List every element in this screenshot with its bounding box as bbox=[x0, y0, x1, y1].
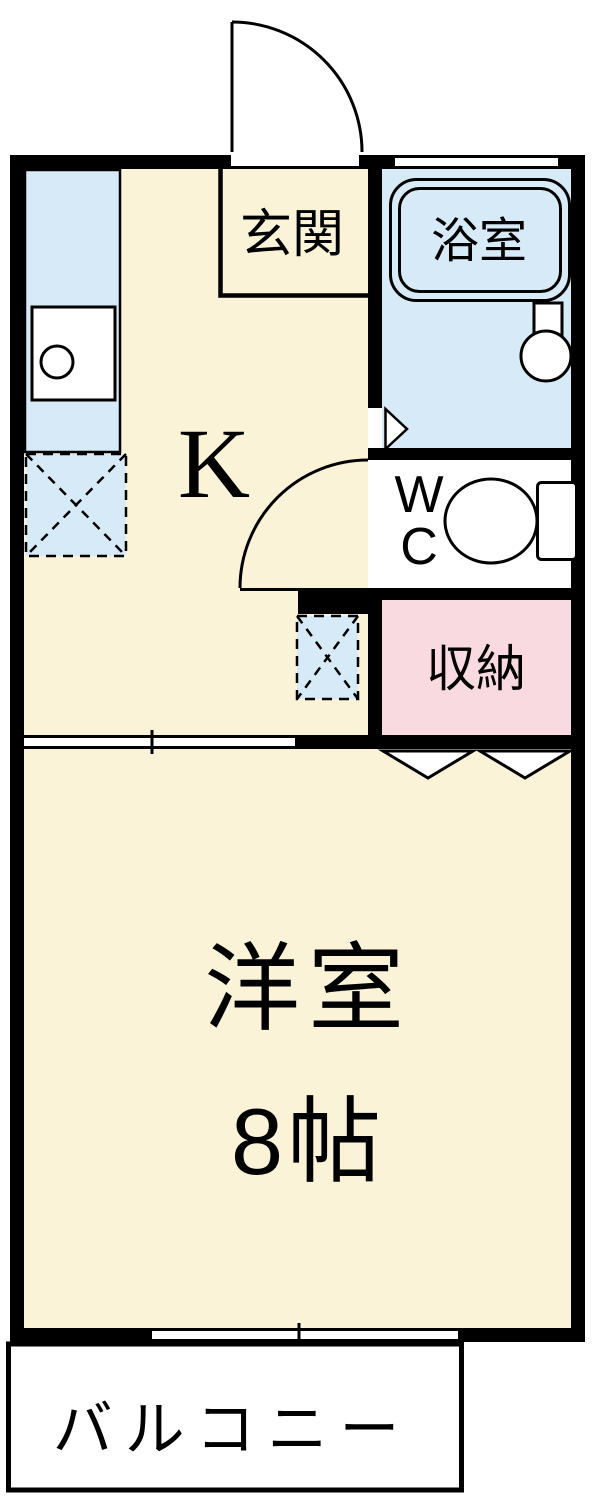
wall-middle bbox=[295, 735, 585, 749]
washbasin bbox=[519, 301, 573, 383]
windows bbox=[24, 155, 558, 1347]
bathtub-icon bbox=[398, 187, 562, 293]
bath-label: 浴室 bbox=[431, 215, 527, 268]
wall-left bbox=[10, 155, 24, 1342]
washer-pan-center bbox=[295, 614, 360, 701]
storage-label: 収納 bbox=[426, 641, 526, 697]
wall-vertical-bottom bbox=[368, 600, 382, 749]
main-room-floor bbox=[24, 749, 571, 1328]
folding-door-icon bbox=[377, 749, 479, 780]
wall-wc-storage bbox=[368, 588, 585, 600]
wall-stub bbox=[298, 588, 382, 614]
door-swing-icon bbox=[231, 20, 364, 153]
wall-bath-wc bbox=[368, 448, 585, 460]
room-labels: 玄関 浴室 K W C 収納 洋室 8帖 バルコニー bbox=[53, 206, 527, 1463]
bathtub-icon bbox=[389, 178, 571, 302]
wall-vertical-top bbox=[368, 155, 382, 408]
bathtub bbox=[389, 178, 571, 302]
kitchen-label: K bbox=[178, 408, 250, 519]
toilet-tank-icon bbox=[536, 481, 578, 561]
washer-pan-left bbox=[24, 452, 128, 558]
bath-door-icon bbox=[384, 406, 409, 452]
wall-bottom-right bbox=[458, 1328, 585, 1342]
floor-areas bbox=[24, 169, 571, 1328]
kitchen-counter bbox=[23, 168, 122, 454]
washer-pan-cross bbox=[295, 615, 360, 700]
wc-label-c: C bbox=[400, 518, 438, 576]
genkan-border bbox=[218, 169, 368, 298]
toilet-icon bbox=[443, 477, 539, 565]
main-room-label: 洋室 bbox=[204, 936, 412, 1043]
balcony-label: バルコニー bbox=[53, 1396, 412, 1463]
washer-pan-cross bbox=[25, 453, 127, 557]
wall-bottom-left bbox=[10, 1328, 152, 1342]
balcony-outline bbox=[6, 1341, 464, 1493]
entrance-door bbox=[228, 20, 364, 169]
storage-floor bbox=[382, 600, 571, 735]
sink-drain-icon bbox=[39, 344, 75, 380]
door-swing-icon bbox=[238, 458, 369, 589]
toilet bbox=[443, 477, 578, 565]
wc-door bbox=[238, 458, 369, 591]
walls bbox=[10, 155, 585, 1342]
folding-door-icon bbox=[474, 749, 576, 780]
main-room-size-label: 8帖 bbox=[231, 1089, 385, 1194]
genkan-label: 玄関 bbox=[240, 206, 344, 264]
wc-label-w: W bbox=[394, 466, 443, 524]
storage-doors bbox=[377, 749, 576, 780]
wall-top-left bbox=[10, 155, 228, 169]
washbasin-icon bbox=[519, 329, 573, 383]
